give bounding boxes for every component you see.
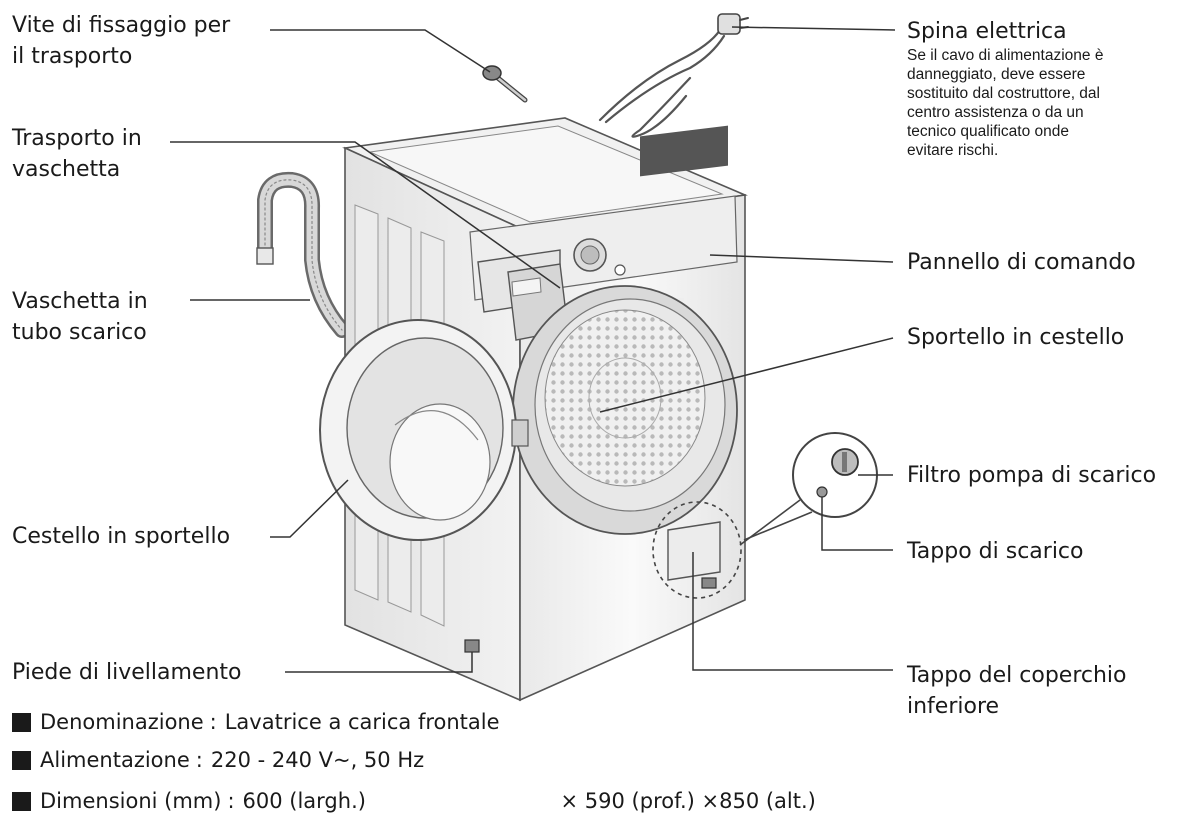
power-plug-note: Se il cavo di alimentazione è danneggiat… [907, 47, 1104, 159]
label-drum: Sportello in cestello [907, 325, 1125, 350]
spec-row-dimensions: Dimensioni (mm) : 600 (largh.) × 590 (pr… [12, 787, 816, 815]
label-door: Cestello in sportello [12, 524, 231, 549]
label-lower-cover: Tappo del coperchio inferiore [907, 663, 1127, 719]
door-graphic [319, 319, 529, 541]
leader-transport-screw [270, 29, 491, 73]
bullet-square-icon [12, 791, 31, 811]
label-drain-hose: Vaschetta in tubo scarico [12, 289, 148, 345]
spec-row-power: Alimentazione : 220 - 240 V~, 50 Hz [12, 746, 424, 774]
plug-icon [717, 13, 749, 35]
label-control-panel: Pannello di comando [907, 250, 1136, 275]
label-leveling-foot: Piede di livellamento [12, 660, 242, 685]
lower-cover-graphic [652, 501, 742, 599]
leader-control-panel [709, 254, 894, 263]
label-drain-cap: Tappo di scarico [907, 539, 1084, 564]
bullet-square-icon [12, 712, 31, 732]
drum-graphic [512, 285, 738, 535]
drain-hose [256, 171, 350, 338]
leader-lines [170, 26, 896, 673]
bullet-square-icon [12, 750, 31, 770]
leader-drum [599, 337, 894, 413]
leader-drain-cap [821, 497, 893, 551]
magnifier-graphic [739, 432, 878, 546]
label-dispenser: Trasporto in vaschetta [12, 126, 142, 182]
leader-power-plug [731, 26, 896, 31]
label-power-plug: Spina elettrica [907, 19, 1067, 44]
power-cord [598, 13, 749, 138]
label-pump-filter: Filtro pompa di scarico [907, 463, 1157, 488]
leader-foot [285, 652, 473, 673]
spec-row-name: Denominazione : Lavatrice a carica front… [12, 708, 500, 736]
leader-lower-cover [692, 552, 893, 671]
leader-dispenser [170, 141, 561, 289]
leader-door [270, 479, 349, 538]
label-transport-screw: Vite di fissaggio per il trasporto [12, 13, 231, 69]
